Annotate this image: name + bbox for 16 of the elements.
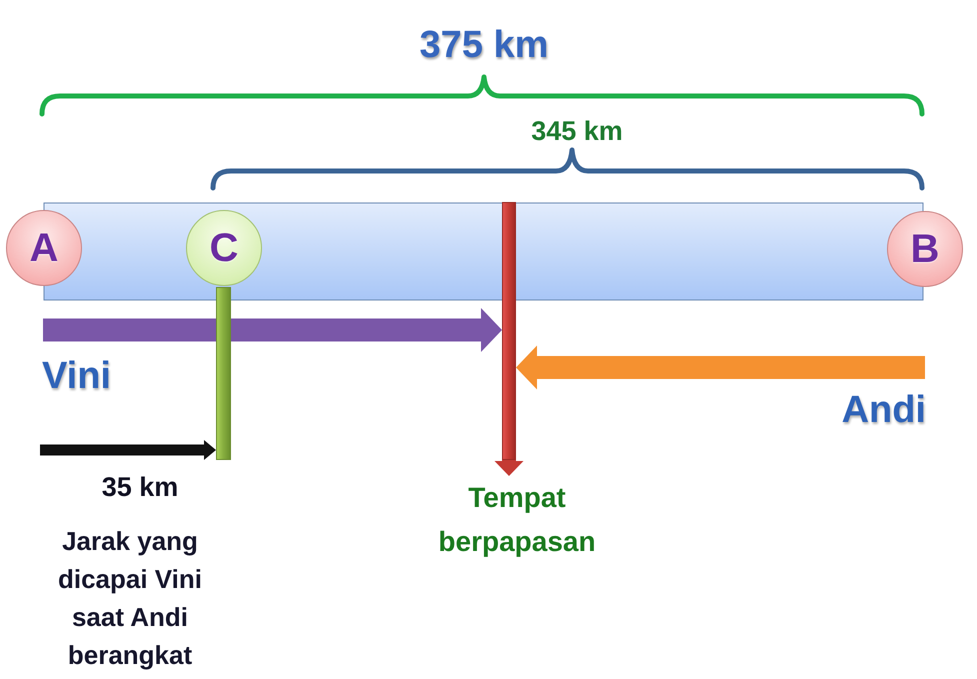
person-label: Vini xyxy=(42,354,112,398)
distance-label: 375 km xyxy=(418,23,550,68)
arrow xyxy=(40,440,216,460)
point-label: C xyxy=(210,226,238,270)
arrow xyxy=(494,460,524,476)
person-label: Andi xyxy=(840,388,926,432)
place-label: Tempat berpapasan xyxy=(417,476,617,564)
distance-label: 345 km xyxy=(530,115,624,147)
point-label: A xyxy=(30,226,58,270)
distance-label: 35 km xyxy=(100,471,180,503)
arrow xyxy=(43,308,502,352)
marker-bar xyxy=(502,202,516,460)
note-text: Jarak yang dicapai Vini saat Andi berangkat xyxy=(56,525,203,672)
point-label: B xyxy=(910,227,940,271)
marker-bar xyxy=(216,287,231,460)
arrow xyxy=(516,346,925,390)
